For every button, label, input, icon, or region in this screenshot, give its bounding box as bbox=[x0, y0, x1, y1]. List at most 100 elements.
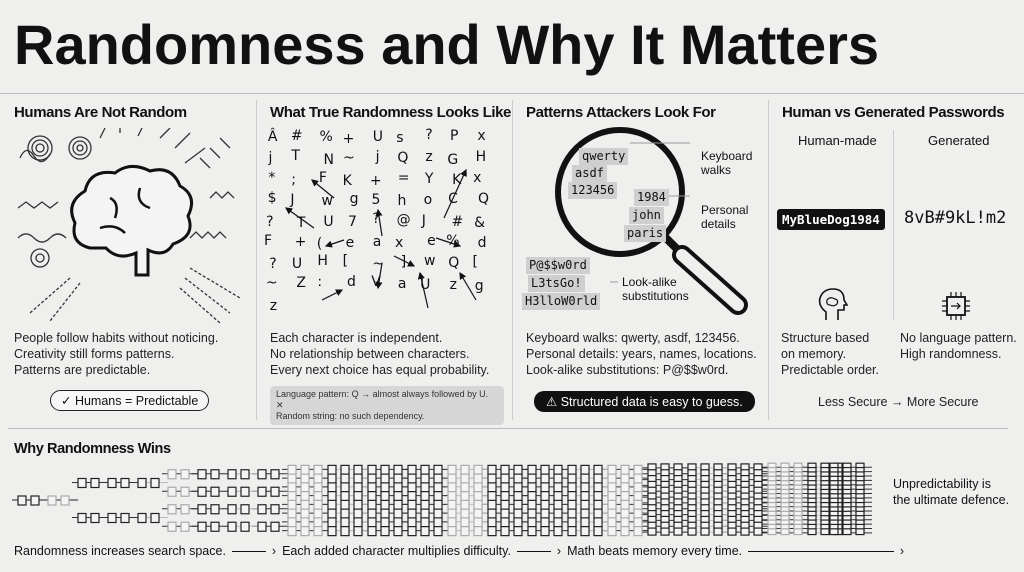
line: People follow habits without noticing. bbox=[14, 331, 219, 345]
tree-node bbox=[527, 508, 537, 519]
tree-node bbox=[447, 517, 457, 528]
line: Every next choice has equal probability. bbox=[270, 363, 490, 377]
random-character: ~ bbox=[265, 275, 278, 292]
tree-node bbox=[77, 512, 87, 524]
line: Each character is independent. bbox=[270, 331, 443, 345]
tree-node bbox=[607, 491, 617, 502]
tree-node bbox=[227, 469, 237, 480]
line: Random string: no such dependency. bbox=[276, 411, 425, 421]
tree-node bbox=[447, 526, 457, 537]
line: Keyboard walks: qwerty, asdf, 123456. bbox=[526, 331, 740, 345]
tree-node bbox=[433, 482, 443, 493]
tree-node bbox=[580, 499, 590, 510]
tree-node bbox=[197, 486, 207, 497]
tree-node bbox=[567, 464, 577, 475]
tree-node bbox=[500, 499, 510, 510]
tree-node bbox=[180, 504, 190, 515]
description: Each character is independent. No relati… bbox=[270, 330, 489, 378]
tree-node bbox=[300, 526, 310, 537]
tree-node bbox=[353, 517, 363, 528]
tree-node bbox=[540, 464, 550, 475]
tree-node bbox=[313, 482, 323, 493]
tree-node bbox=[327, 482, 337, 493]
random-character: F bbox=[318, 170, 327, 187]
security-scale: Less Secure → More Secure bbox=[818, 395, 979, 409]
tree-node bbox=[407, 508, 417, 519]
generated-label: Generated bbox=[928, 133, 990, 148]
random-character: % bbox=[319, 129, 333, 146]
line: Keyboard bbox=[701, 149, 753, 163]
tree-node bbox=[727, 527, 737, 536]
tree-node bbox=[167, 521, 177, 532]
tree-node bbox=[540, 508, 550, 519]
line: Personal bbox=[701, 203, 749, 217]
tree-node bbox=[500, 491, 510, 502]
random-character: # bbox=[290, 127, 303, 144]
tree-node bbox=[842, 528, 852, 536]
tree-node bbox=[407, 499, 417, 510]
tree-node bbox=[300, 482, 310, 493]
tree-node bbox=[607, 473, 617, 484]
tree-node bbox=[567, 499, 577, 510]
panel-compare: Human vs Generated Passwords Human-made … bbox=[768, 100, 1024, 422]
tree-node bbox=[353, 499, 363, 510]
tree-node bbox=[287, 473, 297, 484]
tree-node bbox=[287, 464, 297, 475]
tree-node bbox=[620, 491, 630, 502]
random-character: P bbox=[449, 127, 459, 144]
conclusion: Unpredictability is the ultimate defence… bbox=[893, 476, 1009, 508]
line: No language pattern. bbox=[900, 331, 1017, 345]
tree-node bbox=[107, 477, 117, 489]
tree-node bbox=[500, 508, 510, 519]
tree-node bbox=[313, 499, 323, 510]
language-pattern-note: Language pattern: Q → almost always foll… bbox=[270, 386, 504, 425]
tree-node bbox=[540, 473, 550, 484]
random-character: z bbox=[425, 149, 433, 166]
tree-node bbox=[447, 464, 457, 475]
tree-node bbox=[210, 486, 220, 497]
line: the ultimate defence. bbox=[893, 493, 1010, 507]
tree-node bbox=[367, 464, 377, 475]
tree-node bbox=[500, 526, 510, 537]
warning-badge: ⚠ Structured data is easy to guess. bbox=[534, 391, 755, 412]
tree-node bbox=[287, 482, 297, 493]
brain-patterns-illustration bbox=[17, 128, 241, 324]
tree-node bbox=[687, 527, 697, 536]
line: High randomness. bbox=[900, 347, 1002, 361]
tree-node bbox=[740, 527, 750, 536]
tree-node bbox=[327, 473, 337, 484]
tree-node bbox=[660, 527, 670, 536]
panel-heading: What True Randomness Looks Like bbox=[270, 104, 511, 121]
tree-node bbox=[300, 517, 310, 528]
random-character: K bbox=[452, 171, 462, 188]
tree-node bbox=[673, 527, 683, 536]
tree-node bbox=[353, 464, 363, 475]
tag: john bbox=[629, 207, 664, 224]
tree-node bbox=[567, 508, 577, 519]
random-character: e bbox=[345, 235, 355, 252]
tree-node bbox=[393, 473, 403, 484]
tree-node bbox=[553, 517, 563, 528]
tree-node bbox=[607, 517, 617, 528]
tag: L3tsGo! bbox=[528, 275, 585, 292]
tree-node bbox=[340, 499, 350, 510]
tree-node bbox=[527, 517, 537, 528]
random-character: j bbox=[375, 148, 380, 165]
tree-node bbox=[700, 527, 710, 536]
random-character: a bbox=[397, 275, 407, 292]
tree-node bbox=[513, 464, 523, 475]
tree-node bbox=[460, 499, 470, 510]
tree-node bbox=[240, 486, 250, 497]
arrow-head: › bbox=[899, 544, 904, 558]
random-character: N bbox=[323, 151, 334, 168]
tree-node bbox=[527, 464, 537, 475]
random-character: + bbox=[342, 130, 355, 147]
caption: Randomness increases search space. bbox=[14, 544, 226, 558]
random-character: & bbox=[474, 214, 486, 231]
tree-node bbox=[433, 508, 443, 519]
tree-node bbox=[380, 508, 390, 519]
panel-heading: Human vs Generated Passwords bbox=[782, 104, 1005, 121]
tree-node bbox=[270, 469, 280, 480]
